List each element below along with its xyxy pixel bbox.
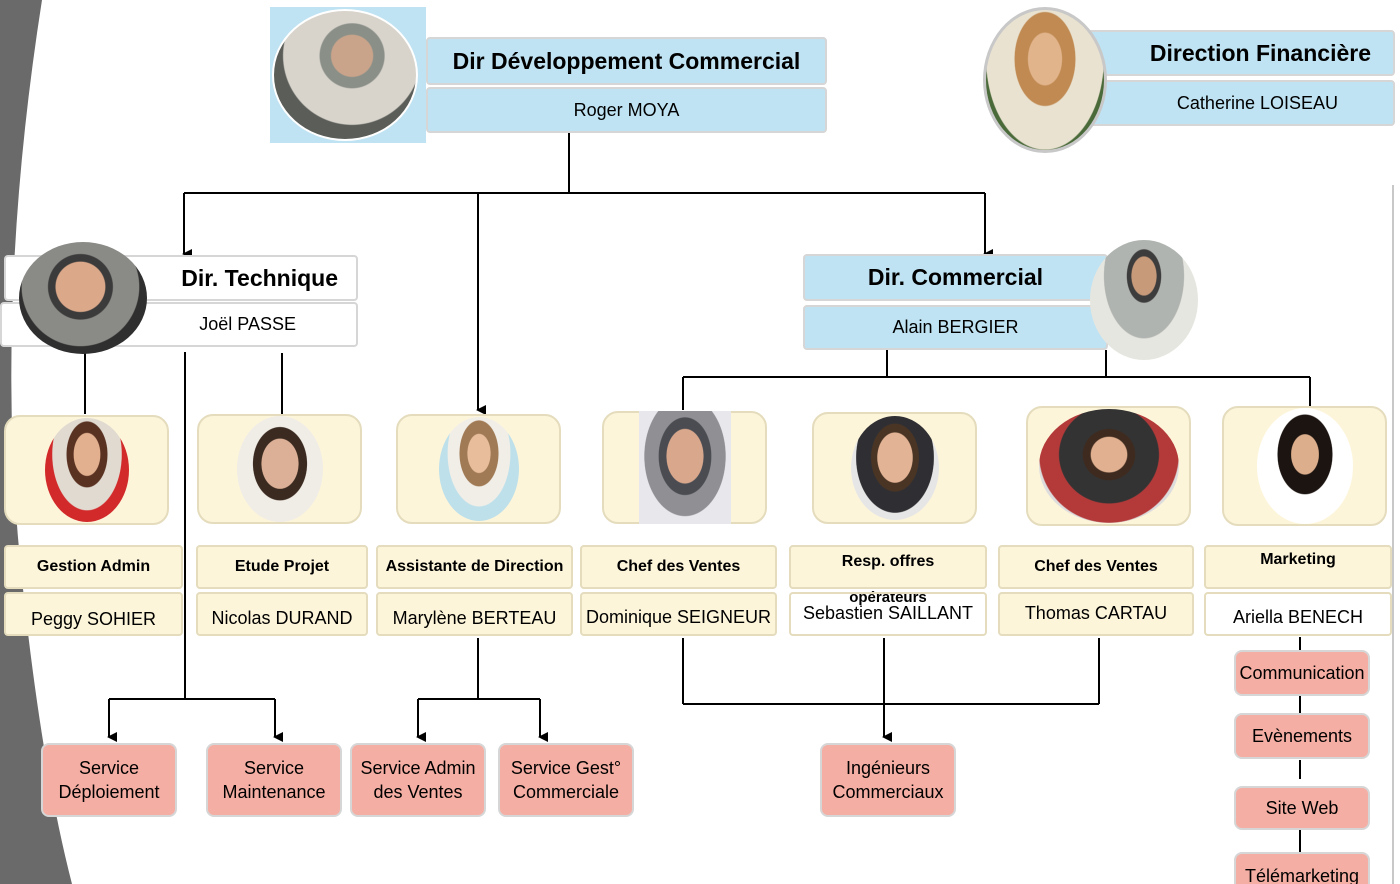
photo-alain-bergier [1090, 240, 1198, 360]
service-label: Service [243, 758, 305, 778]
finance-name-box: Catherine LOISEAU [1087, 80, 1395, 126]
avatar [438, 417, 519, 521]
photo-roger-moya [270, 7, 426, 143]
technique-name: Joël PASSE [199, 314, 296, 334]
commercial-name-box: Alain BERGIER [803, 305, 1108, 350]
commercial-name: Alain BERGIER [892, 317, 1019, 337]
top-title-box: Dir Développement Commercial [426, 37, 827, 85]
name-thomas: Thomas CARTAU [998, 592, 1194, 636]
service-deploiement: Service Déploiement [41, 743, 177, 817]
name-sebastien: Sebastien SAILLANT [789, 592, 987, 636]
role-etude-projet: Etude Projet [196, 545, 368, 589]
photo-card-marylene [396, 414, 561, 524]
role-chef-ventes-1: Chef des Ventes [580, 545, 777, 589]
photo-card-sebastien [812, 412, 977, 524]
technique-title: Dir. Technique [181, 264, 338, 291]
service-ingenieurs: Ingénieurs Commerciaux [820, 743, 956, 817]
service-admin-ventes: Service Admin des Ventes [350, 743, 486, 817]
service-label: Commerciale [512, 782, 620, 802]
role-label: Marketing [1260, 551, 1336, 568]
service-gest-commerciale: Service Gest° Commerciale [498, 743, 634, 817]
finance-title-box: Direction Financière [1087, 30, 1395, 76]
photo-catherine-loiseau [983, 7, 1107, 153]
finance-name: Catherine LOISEAU [1176, 92, 1338, 113]
service-label: Service Gest° [510, 758, 622, 778]
role-resp-offres: Resp. offres [789, 545, 987, 589]
person-name: Marylène BERTEAU [392, 607, 557, 628]
role-marketing: Marketing [1204, 545, 1392, 589]
photo-joel-passe [19, 242, 147, 354]
role-label: Gestion Admin [36, 558, 151, 575]
role-label: Chef des Ventes [616, 558, 741, 575]
avatar [236, 416, 323, 522]
role-label: Assistante de Direction [385, 558, 564, 575]
photo-card-dominique [602, 411, 767, 524]
role-assistante: Assistante de Direction [376, 545, 573, 589]
role-label: Chef des Ventes [1034, 558, 1158, 575]
service-label: des Ventes [373, 782, 463, 802]
commercial-title: Dir. Commercial [867, 264, 1044, 290]
service-label: Ingénieurs [845, 758, 931, 778]
photo-card-peggy [4, 415, 169, 525]
service-label: Service Admin [360, 758, 476, 778]
top-name: Roger MOYA [573, 99, 680, 120]
avatar [44, 418, 129, 522]
marketing-item-label: Site Web [1265, 798, 1339, 818]
role-label: Etude Projet [234, 558, 330, 575]
service-label: Déploiement [58, 782, 160, 802]
person-name: Nicolas DURAND [211, 607, 353, 628]
top-title: Dir Développement Commercial [452, 47, 801, 74]
name-peggy: Peggy SOHIER [4, 592, 183, 636]
commercial-title-box: Dir. Commercial [803, 254, 1108, 301]
person-name: Dominique SEIGNEUR [585, 606, 772, 627]
marketing-item-label: Télémarketing [1244, 866, 1360, 884]
photo-card-nicolas [197, 414, 362, 524]
avatar [272, 9, 418, 141]
service-label: Maintenance [222, 782, 326, 802]
name-marylene: Marylène BERTEAU [376, 592, 573, 636]
photo-card-ariella [1222, 406, 1387, 526]
role-chef-ventes-2: Chef des Ventes [998, 545, 1194, 589]
marketing-telemarketing: Télémarketing [1234, 852, 1370, 884]
service-label: Commerciaux [832, 782, 944, 802]
avatar [1038, 409, 1179, 523]
marketing-evenements: Evènements [1234, 713, 1370, 759]
marketing-communication: Communication [1234, 650, 1370, 696]
name-ariella: Ariella BENECH [1204, 592, 1392, 636]
name-nicolas: Nicolas DURAND [196, 592, 368, 636]
name-dominique: Dominique SEIGNEUR [580, 592, 777, 636]
person-name: Thomas CARTAU [1024, 602, 1168, 623]
avatar [638, 411, 731, 524]
role-gestion-admin: Gestion Admin [4, 545, 183, 589]
person-name: Ariella BENECH [1232, 606, 1364, 627]
marketing-item-label: Communication [1239, 663, 1365, 683]
avatar [1256, 408, 1353, 524]
role-label: Resp. offres [841, 553, 935, 570]
finance-title: Direction Financière [1149, 39, 1371, 66]
avatar [850, 416, 939, 520]
person-name: Sebastien SAILLANT [802, 602, 974, 623]
marketing-site-web: Site Web [1234, 786, 1370, 830]
marketing-item-label: Evènements [1251, 726, 1353, 746]
photo-card-thomas [1026, 406, 1191, 526]
service-maintenance: Service Maintenance [206, 743, 342, 817]
person-name: Peggy SOHIER [30, 608, 157, 629]
service-label: Service [78, 758, 140, 778]
top-name-box: Roger MOYA [426, 87, 827, 133]
